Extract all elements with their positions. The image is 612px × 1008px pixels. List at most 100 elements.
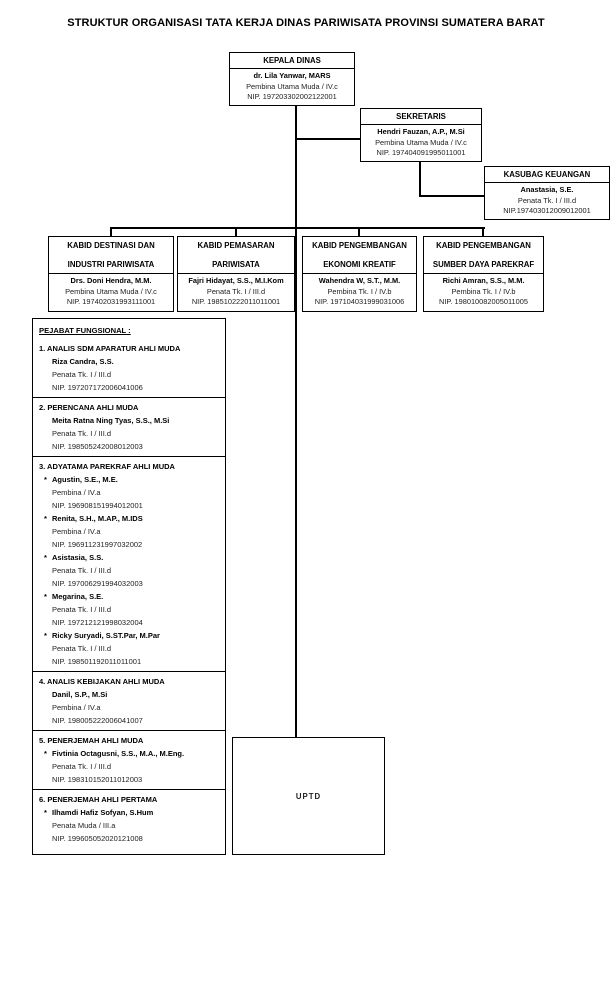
member-nip: NIP. 197212121998032004 (52, 618, 143, 627)
official-rank: Penata Tk. I / III.d (206, 286, 266, 296)
member-name: Ricky Suryadi, S.ST.Par, M.Par (52, 631, 160, 640)
member-rank: Penata Tk. I / III.d (52, 644, 112, 653)
official-rank: Pembina Utama Muda / IV.c (246, 81, 338, 91)
official-nip: NIP. 198510222011011001 (191, 297, 281, 306)
sekretaris-header: SEKRETARIS (361, 109, 481, 125)
pf-member: * Ricky Suryadi, S.ST.Par, M.Par Penata T… (39, 629, 222, 668)
pf-member: Riza Candra, S.S. Penata Tk. I / III.d N… (39, 355, 222, 394)
kabid-sumber-daya-header: KABID PENGEMBANGAN SUMBER DAYA PAREKRAF (424, 237, 543, 274)
kasubag-header: KASUBAG KEUANGAN (485, 167, 609, 183)
pf-member: *Fivtinia Octagusni, S.S., M.A., M.Eng. … (39, 747, 222, 786)
member-nip: NIP. 198501192011011001 (52, 657, 142, 666)
member-bullet: * (44, 631, 47, 640)
member-nip: NIP. 197207172006041006 (52, 383, 143, 392)
uptd-label: UPTD (295, 791, 322, 801)
official-rank: Pembina Utama Muda / IV.c (375, 137, 467, 147)
connector-kabid2-stub (235, 227, 237, 236)
member-rank: Penata Muda / III.a (52, 821, 116, 830)
official-rank: Penata Tk. I / III.d (517, 195, 577, 205)
box-header-label: KEPALA DINAS (263, 56, 321, 65)
kabid-sumber-daya-body: Richi Amran, S.S., M.M. Pembina Tk. I / … (424, 274, 543, 310)
box-header-line2: SUMBER DAYA PAREKRAF (432, 260, 535, 269)
member-name: Fivtinia Octagusni, S.S., M.A., M.Eng. (52, 749, 185, 758)
box-header-label: KASUBAG KEUANGAN (503, 170, 591, 179)
member-rank: Penata Tk. I / III.d (52, 370, 112, 379)
member-nip: NIP. 196911231997032002 (52, 540, 143, 549)
pf-section-heading: 6. PENERJEMAH AHLI PERTAMA (39, 795, 158, 804)
box-header-line1: KABID PEMASARAN (197, 241, 275, 250)
member-nip: NIP. 198505242008012003 (52, 442, 143, 451)
official-rank: Pembina Utama Muda / IV.c (65, 286, 157, 296)
box-header-line1: KABID PENGEMBANGAN (312, 241, 407, 250)
member-name: Agustin, S.E., M.E. (52, 475, 118, 484)
pejabat-fungsional-title: PEJABAT FUNGSIONAL : (39, 326, 131, 335)
member-rank: Penata Tk. I / III.d (52, 429, 112, 438)
pf-member: * Renita, S.H., M.AP., M.IDS Pembina / IV… (39, 512, 222, 551)
pf-member: *Ilhamdi Hafiz Sofyan, S.Hum Penata Muda… (39, 806, 222, 845)
member-nip: NIP. 199605052020121008 (52, 834, 143, 843)
member-name: Renita, S.H., M.AP., M.IDS (52, 514, 143, 523)
pf-member: Danil, S.P., M.Si Pembina / IV.a NIP. 19… (39, 688, 222, 727)
org-box-kepala-dinas: KEPALA DINAS dr. Lila Yanwar, MARS Pembi… (229, 52, 355, 106)
pf-member: *Asistasia, S.S. Penata Tk. I / III.d NI… (39, 551, 222, 590)
official-rank: Pembina Tk. I / IV.b (451, 286, 516, 296)
pf-section-3: 3. ADYATAMA PAREKRAF AHLI MUDA *Agustin,… (33, 456, 225, 671)
member-rank: Penata Tk. I / III.d (52, 762, 112, 771)
kabid-pemasaran-header: KABID PEMASARAN PARIWISATA (178, 237, 294, 274)
connector-kabid-horizontal (110, 227, 485, 229)
member-rank: Penata Tk. I / III.d (52, 566, 112, 575)
org-box-kabid-sumber-daya: KABID PENGEMBANGAN SUMBER DAYA PAREKRAF … (423, 236, 544, 312)
official-name: dr. Lila Yanwar, MARS (253, 71, 331, 80)
member-bullet: * (44, 514, 47, 523)
pf-member: *Agustin, S.E., M.E. Pembina / IV.a NIP.… (39, 473, 222, 512)
member-name: Ilhamdi Hafiz Sofyan, S.Hum (52, 808, 154, 817)
official-nip: NIP. 197203302002122001 (247, 92, 337, 101)
official-nip: NIP. 197404091995011001 (376, 148, 466, 157)
pf-section-6: 6. PENERJEMAH AHLI PERTAMA *Ilhamdi Hafi… (33, 789, 225, 848)
pf-section-heading: 4. ANALIS KEBIJAKAN AHLI MUDA (39, 677, 165, 686)
member-bullet: * (44, 553, 47, 562)
member-rank: Pembina / IV.a (52, 527, 101, 536)
box-header-line1: KABID PENGEMBANGAN (436, 241, 531, 250)
pf-section-heading: 5. PENERJEMAH AHLI MUDA (39, 736, 144, 745)
sekretaris-body: Hendri Fauzan, A.P., M.Si Pembina Utama … (361, 125, 481, 161)
connector-sekretaris-horizontal (296, 138, 360, 140)
kabid-pemasaran-body: Fajri Hidayat, S.S., M.I.Kom Penata Tk. … (178, 274, 294, 310)
member-nip: NIP. 196908151994012001 (52, 501, 143, 510)
official-name: Wahendra W, S.T., M.M. (318, 276, 401, 285)
page-title: STRUKTUR ORGANISASI TATA KERJA DINAS PAR… (67, 17, 545, 29)
kasubag-body: Anastasia, S.E. Penata Tk. I / III.d NIP… (485, 183, 609, 219)
member-nip: NIP. 198005222006041007 (52, 716, 143, 725)
official-name: Drs. Doni Hendra, M.M. (70, 276, 152, 285)
member-rank: Penata Tk. I / III.d (52, 605, 112, 614)
connector-kasubag-vertical (419, 162, 421, 197)
member-name: Meita Ratna Ning Tyas, S.S., M.Si (52, 416, 170, 425)
org-box-kabid-pemasaran: KABID PEMASARAN PARIWISATA Fajri Hidayat… (177, 236, 295, 312)
connector-kasubag-horizontal (419, 195, 484, 197)
kabid-ekonomi-header: KABID PENGEMBANGAN EKONOMI KREATIF (303, 237, 416, 274)
pf-section-4: 4. ANALIS KEBIJAKAN AHLI MUDA Danil, S.P… (33, 671, 225, 730)
pf-member: Meita Ratna Ning Tyas, S.S., M.Si Penata… (39, 414, 222, 453)
member-bullet: * (44, 592, 47, 601)
pf-section-heading: 3. ADYATAMA PAREKRAF AHLI MUDA (39, 462, 175, 471)
pf-section-heading: 2. PERENCANA AHLI MUDA (39, 403, 139, 412)
official-name: Fajri Hidayat, S.S., M.I.Kom (188, 276, 284, 285)
official-name: Anastasia, S.E. (520, 185, 574, 194)
member-rank: Pembina / IV.a (52, 703, 101, 712)
pf-member: * Megarina, S.E. Penata Tk. I / III.d NIP… (39, 590, 222, 629)
official-nip: NIP.197403012009012001 (503, 206, 591, 215)
org-box-sekretaris: SEKRETARIS Hendri Fauzan, A.P., M.Si Pem… (360, 108, 482, 162)
member-rank: Pembina / IV.a (52, 488, 101, 497)
box-header-line1: KABID DESTINASI DAN (67, 241, 155, 250)
official-nip: NIP. 197402031993111001 (66, 297, 156, 306)
member-name: Asistasia, S.S. (52, 553, 104, 562)
pejabat-fungsional-panel: PEJABAT FUNGSIONAL : 1. ANALIS SDM APARA… (32, 318, 226, 855)
member-name: Megarina, S.E. (52, 592, 104, 601)
connector-kabid1-stub (110, 227, 112, 236)
kabid-destinasi-body: Drs. Doni Hendra, M.M. Pembina Utama Mud… (49, 274, 173, 310)
connector-kabid4-stub (482, 227, 484, 236)
org-box-kabid-destinasi: KABID DESTINASI DAN INDUSTRI PARIWISATA … (48, 236, 174, 312)
pf-section-5: 5. PENERJEMAH AHLI MUDA *Fivtinia Octagu… (33, 730, 225, 789)
kepala-dinas-header: KEPALA DINAS (230, 53, 354, 69)
org-box-uptd: UPTD (232, 737, 385, 855)
